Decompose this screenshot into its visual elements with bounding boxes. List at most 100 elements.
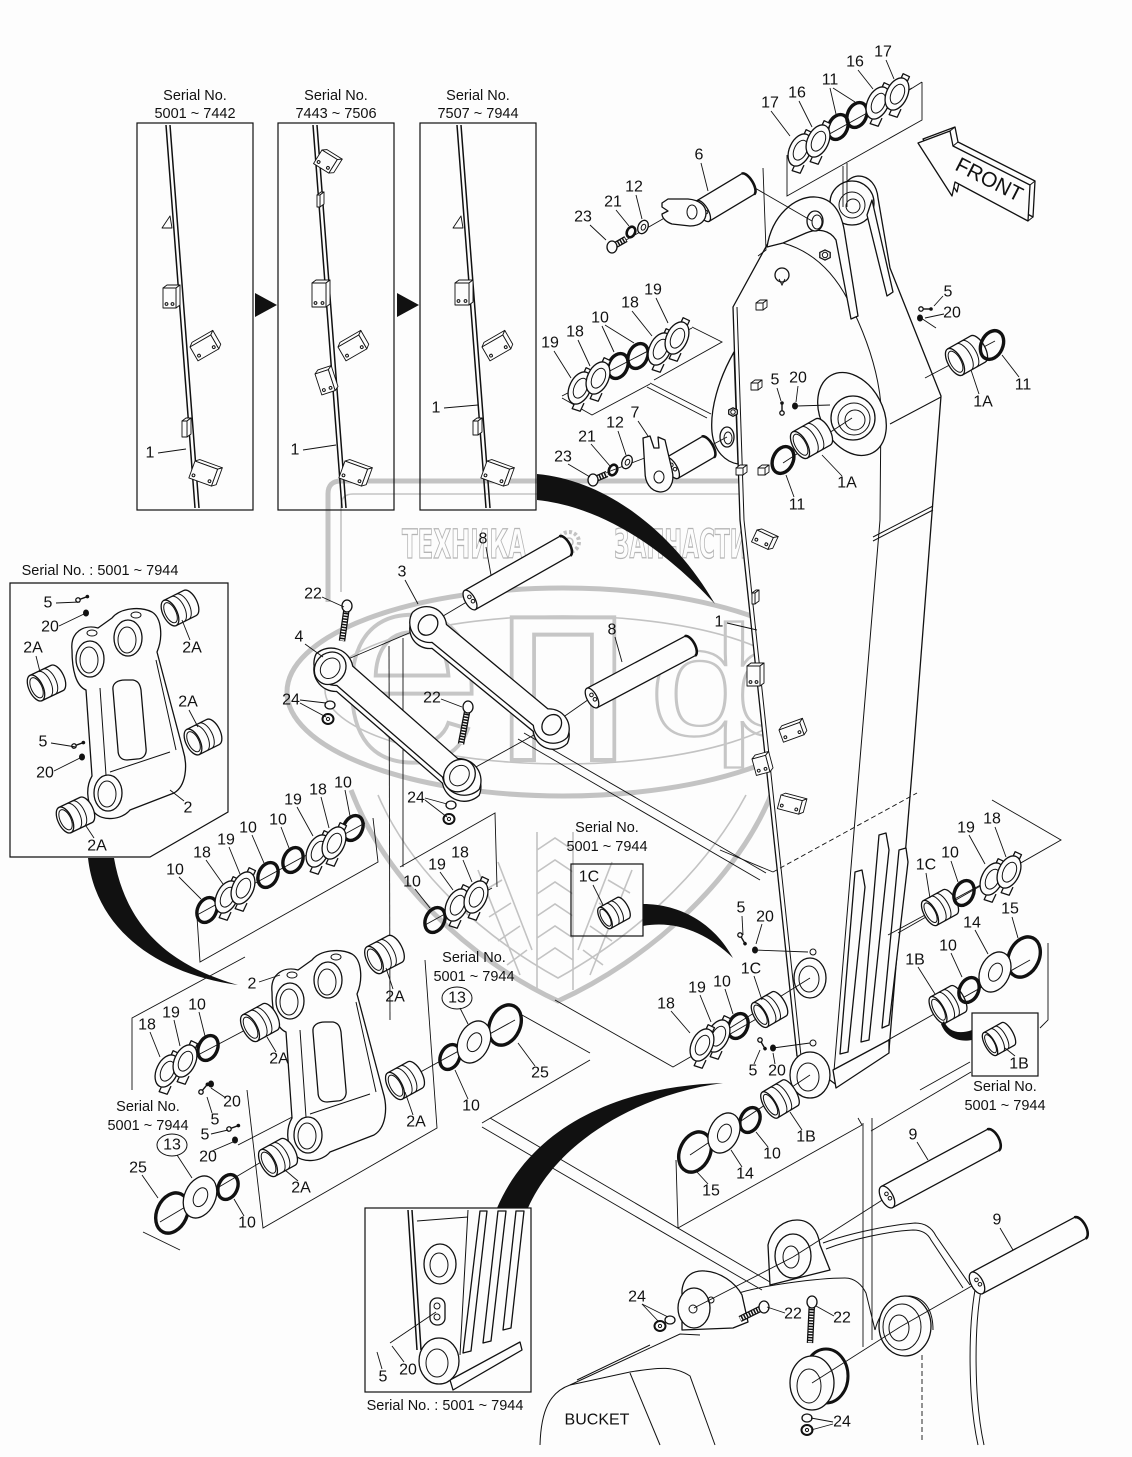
arm-end-grease-pad — [429, 1297, 446, 1326]
arm-boss-bore — [844, 409, 866, 431]
callout-label: 8 — [479, 531, 488, 548]
pin-9-lower — [968, 1215, 1090, 1295]
arrow-right-icon — [255, 293, 277, 317]
callout-circle — [156, 1133, 188, 1157]
inset-caption-range: 5001 ~ 7944 — [964, 1098, 1045, 1114]
shim — [865, 82, 892, 127]
callout-label: 18 — [451, 845, 469, 862]
bushing-2a-end-face — [26, 674, 46, 702]
bushing-2a-body — [242, 1002, 281, 1042]
leader-line — [615, 209, 630, 227]
bushing-1c-inset-groove — [605, 902, 620, 926]
callout-label: 11 — [822, 72, 839, 89]
callout-label: 8 — [608, 622, 617, 639]
bucket-rear-boss-bore — [782, 1245, 800, 1269]
callout-label: 10 — [941, 845, 959, 862]
leader-line — [299, 702, 327, 718]
arm-bracket-block — [757, 464, 770, 476]
callout-label: 13 — [448, 990, 466, 1007]
callout-label: 20 — [36, 765, 54, 782]
bushing-1a-end-face — [944, 347, 966, 377]
arm-bracket-block-face — [757, 467, 766, 476]
leader-line — [994, 826, 1007, 858]
bushing-2a — [239, 1002, 281, 1043]
o-ring-ring — [256, 860, 280, 890]
nut-24-bore — [325, 716, 331, 722]
leader-line — [304, 643, 324, 658]
shim-bore — [235, 877, 252, 899]
wear-plate-block-side — [175, 284, 181, 309]
leader-line — [459, 1007, 469, 1025]
bushing-2a-body — [260, 1137, 299, 1177]
callout-label: 5 — [944, 284, 953, 301]
wear-plate-block — [338, 459, 373, 487]
pin-9-upper-collar — [986, 1127, 1003, 1152]
bushing-1b — [760, 1079, 800, 1119]
leader-line — [885, 59, 895, 80]
swoosh-arrow-icon — [537, 474, 715, 604]
arm-details — [728, 249, 831, 815]
bolt-hole — [754, 680, 759, 684]
arm-bolt-head-center — [821, 251, 829, 259]
shim — [585, 357, 612, 402]
axis-line — [920, 317, 937, 329]
bushing-1c-inset-frame — [570, 863, 644, 937]
pin-9-lower-end-face — [968, 1271, 986, 1295]
bolt-23 — [587, 471, 609, 487]
callout-label: 5 — [211, 1112, 220, 1129]
serial-panel: Serial No. 7507 ~ 7944 — [419, 88, 537, 511]
callout-label: 9 — [993, 1212, 1002, 1229]
bushing-1c-body — [752, 990, 789, 1028]
callout-label: 2A — [385, 989, 405, 1006]
leader-line — [439, 871, 454, 891]
grease-nipple-5-ball — [779, 410, 785, 416]
callout-label: 1C — [579, 869, 599, 886]
leader-line — [321, 596, 345, 608]
callout-circle — [441, 986, 473, 1010]
serial-note-range: 5001 ~ 7944 — [107, 1118, 188, 1134]
bushing-2a — [26, 664, 67, 702]
callout-label: 7 — [631, 405, 640, 422]
wheat-stalk-left — [477, 861, 533, 976]
callout-label: 20 — [199, 1149, 217, 1166]
bolt-22-head — [758, 1300, 770, 1314]
leader-line — [696, 1171, 709, 1185]
wear-plate-block — [314, 365, 339, 396]
leader-line — [741, 915, 744, 936]
bolt-22-head — [341, 599, 353, 613]
leader-line — [590, 443, 611, 467]
bucket-bolt-hole — [707, 1296, 715, 1304]
washer-12-plate — [637, 219, 649, 235]
leader-line — [968, 834, 986, 865]
arm-rear-plate — [732, 175, 942, 1087]
arm-plate-seam — [889, 396, 942, 425]
pin-9-lower-lock-hole — [977, 1281, 983, 1287]
o-ring-ring — [770, 444, 796, 476]
bolt-23 — [606, 236, 628, 254]
swoosh-arrow-icon — [497, 1083, 723, 1208]
bushing-1b-groove — [769, 1086, 788, 1114]
callout-label: 23 — [574, 209, 592, 226]
grease-nipple-5 — [226, 1123, 241, 1132]
callout-label: 5 — [39, 734, 48, 751]
bolt-hole — [754, 537, 759, 542]
grease-nipple-5-ball — [918, 306, 924, 312]
arm-edge-detail — [165, 124, 200, 509]
leader-line — [443, 404, 479, 409]
callout-label: 20 — [41, 619, 59, 636]
arm-rear-boss-ring — [838, 191, 866, 219]
arm-bracket-block — [751, 589, 760, 605]
pin-7-collar — [701, 435, 717, 459]
callout-label: 25 — [531, 1065, 549, 1082]
shim — [664, 317, 691, 362]
leader-line — [974, 929, 989, 955]
bushing-2a-groove — [399, 1065, 418, 1093]
arm-bracket-block-face — [750, 382, 759, 391]
o-ring — [486, 1003, 524, 1047]
leader-line — [970, 369, 980, 395]
bushing-1b-groove — [774, 1083, 793, 1111]
bolt-hole — [756, 768, 761, 773]
bushing-2a-bore — [366, 948, 383, 971]
plug-20 — [208, 1080, 214, 1088]
bolt-22 — [738, 1300, 770, 1322]
